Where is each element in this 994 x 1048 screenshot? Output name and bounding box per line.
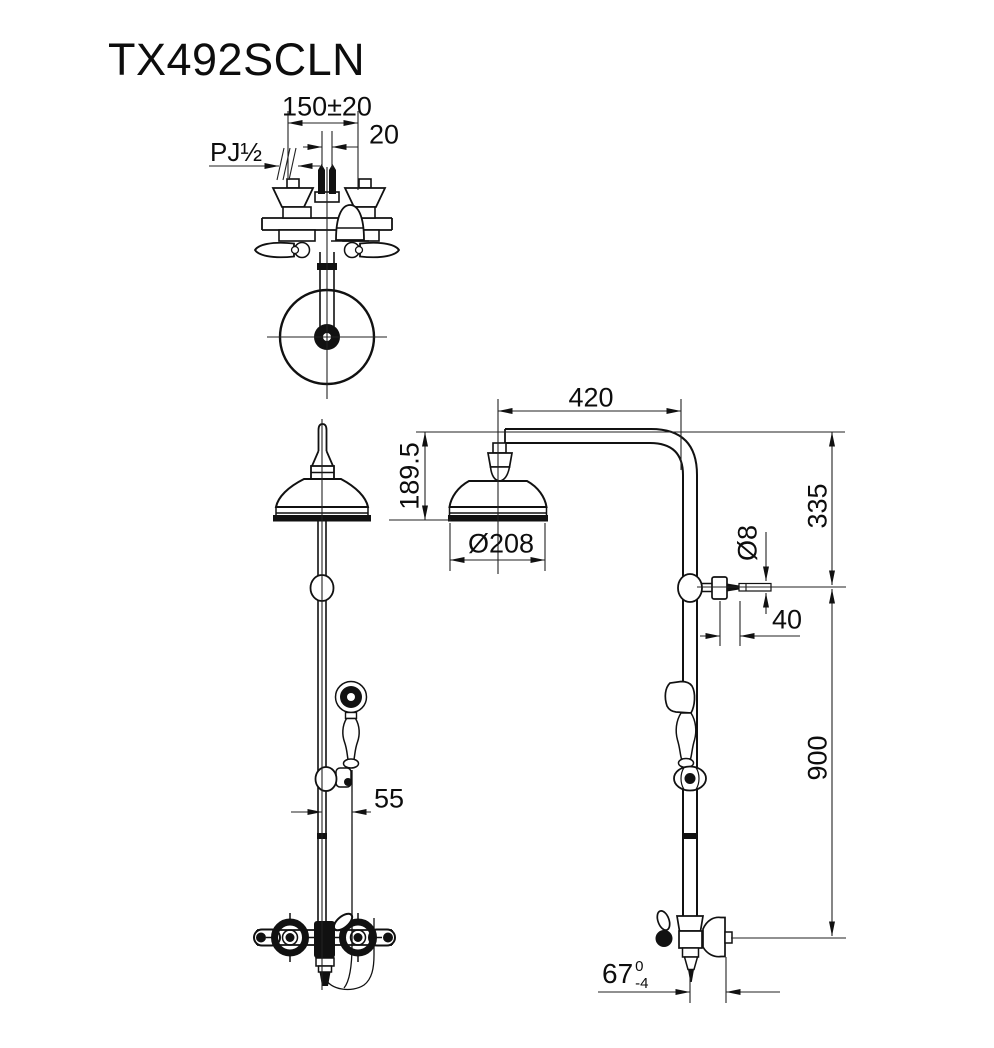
dim-label-pin-length: 40 (771, 604, 803, 635)
outlet-depth-tolerance-upper: 0 (635, 958, 644, 975)
side-view-linework (448, 428, 772, 982)
dim-label-upper-column-height: 335 (802, 483, 833, 529)
dim-label-pin-diameter: Ø8 (732, 524, 763, 562)
top-view-linework (253, 164, 401, 386)
dim-label-outlet-depth: 67 0 -4 (602, 957, 649, 992)
dim-label-column-height: 900 (802, 735, 833, 781)
dim-label-hand-shower-offset: 55 (373, 783, 405, 814)
dim-label-thread-size: PJ½ (209, 137, 263, 167)
outlet-depth-value: 67 (602, 958, 634, 990)
dim-label-inlet-offset: 20 (368, 119, 400, 150)
dim-label-arm-reach: 420 (568, 382, 614, 413)
outlet-depth-tolerance: 0 -4 (635, 958, 648, 993)
dimension-linework (209, 111, 846, 1003)
dim-label-head-height: 189.5 (394, 442, 425, 510)
part-number-title: TX492SCLN (108, 34, 366, 85)
dim-label-installation-width: 150±20 (282, 91, 372, 122)
outlet-depth-tolerance-lower: -4 (635, 975, 649, 993)
dim-label-head-diameter: Ø208 (467, 528, 535, 559)
front-view-linework (253, 423, 396, 991)
